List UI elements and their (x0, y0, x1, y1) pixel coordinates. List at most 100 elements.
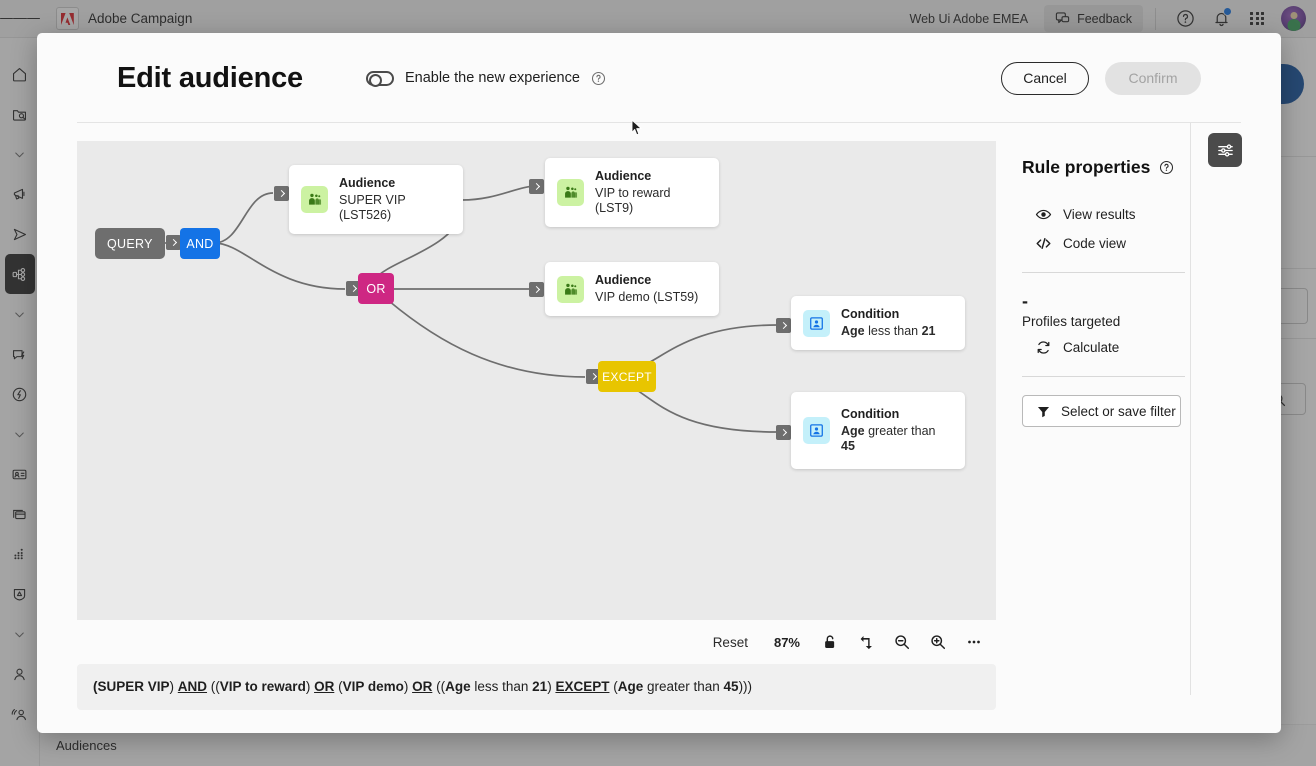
node-condition-age-greater-than[interactable]: Condition Age greater than 45 (791, 392, 965, 469)
calculate-label: Calculate (1063, 340, 1120, 355)
funnel-icon (1036, 404, 1051, 419)
feedback-icon (1055, 12, 1070, 24)
notification-badge (1223, 6, 1232, 16)
port-except-in[interactable] (586, 369, 601, 384)
code-view-button[interactable]: Code view (1022, 229, 1190, 258)
sidebar-item-user[interactable] (5, 654, 35, 694)
expression-token: ( (609, 679, 618, 694)
select-or-save-filter-label: Select or save filter (1061, 403, 1176, 419)
zoom-out-icon[interactable] (884, 624, 920, 660)
node-audience-vip-to-reward[interactable]: Audience VIP to reward (LST9) (545, 158, 719, 227)
card-value: 21 (921, 324, 936, 338)
profiles-targeted-count: - (1022, 291, 1028, 311)
panel-divider (1190, 123, 1191, 695)
card-value: 45 (841, 439, 855, 453)
select-or-save-filter-button[interactable]: Select or save filter (1022, 395, 1181, 427)
chevron-down-icon[interactable] (5, 614, 35, 654)
view-results-label: View results (1063, 207, 1136, 222)
sidebar-item-home[interactable] (5, 54, 35, 94)
port-cond-gt-in[interactable] (776, 425, 791, 440)
top-bar: Adobe Campaign Web Ui Adobe EMEA Feedbac… (0, 0, 1316, 38)
port-cond-lt-in[interactable] (776, 318, 791, 333)
sidebar-item-campaigns[interactable] (5, 174, 35, 214)
audience-group-icon (301, 186, 328, 213)
expression-token: OR (412, 679, 433, 694)
enable-new-experience-label: Enable the new experience (404, 70, 580, 86)
rule-properties-panel: Rule properties View results Code vie (996, 123, 1242, 711)
help-circle-icon[interactable] (591, 71, 606, 86)
enable-new-experience-switch[interactable] (365, 70, 394, 87)
node-or[interactable]: OR (358, 273, 394, 304)
sidebar-item-privacy[interactable] (5, 574, 35, 614)
expression-token: (( (432, 679, 446, 694)
more-ellipsis-icon[interactable] (956, 624, 992, 660)
canvas-edges (142, 185, 778, 433)
card-kind: Audience (595, 273, 652, 287)
expression-token: ))) (738, 679, 753, 694)
reroute-arrow-icon[interactable] (848, 624, 884, 660)
refresh-icon (1035, 339, 1052, 356)
chevron-down-icon[interactable] (5, 414, 35, 454)
expression-token: Age (445, 679, 471, 694)
rule-builder: QUERY AND Audience (77, 141, 996, 711)
notification-bell-icon[interactable] (1204, 2, 1238, 36)
sidebar-item-profiles[interactable] (5, 454, 35, 494)
node-except[interactable]: EXCEPT (598, 361, 656, 392)
zoom-in-icon[interactable] (920, 624, 956, 660)
expression-token: SUPER VIP (97, 679, 170, 694)
port-query-out[interactable] (166, 235, 181, 250)
node-and-label: AND (180, 228, 220, 259)
cancel-button[interactable]: Cancel (1001, 61, 1089, 95)
port-vip-demo-in[interactable] (529, 282, 544, 297)
card-kind: Condition (841, 407, 900, 421)
reset-button[interactable]: Reset (712, 634, 748, 650)
help-circle-icon[interactable] (1168, 2, 1202, 36)
rule-canvas[interactable]: QUERY AND Audience (77, 141, 996, 620)
expression-token: ) (547, 679, 556, 694)
calculate-button[interactable]: Calculate (1022, 333, 1190, 362)
new-experience-toggle-group: Enable the new experience (365, 70, 606, 87)
card-desc: SUPER VIP (LST526) (339, 193, 406, 222)
card-field: Age (841, 324, 865, 338)
sidebar-item-deliveries[interactable] (5, 214, 35, 254)
eye-icon (1035, 206, 1052, 223)
node-and[interactable]: AND (180, 228, 220, 259)
sidebar-item-audiences[interactable] (5, 694, 35, 734)
card-desc: VIP demo (LST59) (595, 290, 699, 304)
node-condition-age-less-than[interactable]: Condition Age less than 21 (791, 296, 965, 350)
unlock-icon[interactable] (812, 624, 848, 660)
expression-token: 45 (723, 679, 739, 694)
expression-token: less than (470, 679, 533, 694)
rule-properties-title: Rule properties (1022, 157, 1151, 177)
node-audience-vip-demo[interactable]: Audience VIP demo (LST59) (545, 262, 719, 316)
node-except-label: EXCEPT (598, 361, 656, 392)
confirm-button[interactable]: Confirm (1105, 61, 1201, 95)
expression-token: 21 (532, 679, 548, 694)
port-or-in[interactable] (346, 281, 361, 296)
sliders-settings-icon[interactable] (1208, 133, 1242, 167)
help-circle-icon[interactable] (1159, 160, 1174, 175)
port-super-vip-in[interactable] (274, 186, 289, 201)
app-grid-icon[interactable] (1240, 2, 1274, 36)
node-audience-super-vip[interactable]: Audience SUPER VIP (LST526) (289, 165, 463, 234)
chevron-down-icon[interactable] (5, 134, 35, 174)
user-avatar[interactable] (1281, 6, 1306, 31)
hamburger-icon[interactable] (0, 0, 40, 38)
feedback-button[interactable]: Feedback (1044, 5, 1143, 32)
sidebar-item-lists[interactable] (5, 494, 35, 534)
canvas-toolbar: Reset 87% (77, 620, 996, 664)
sidebar-item-messages[interactable] (5, 334, 35, 374)
sidebar-item-workflows[interactable] (4, 254, 35, 294)
port-vip-reward-in[interactable] (529, 179, 544, 194)
chevron-down-icon[interactable] (5, 294, 35, 334)
expression-parts: SUPER VIP) AND ((VIP to reward) OR (VIP … (98, 679, 753, 694)
expression-token: Age (617, 679, 644, 694)
node-query[interactable]: QUERY (95, 228, 165, 259)
sidebar-item-segments[interactable] (5, 534, 35, 574)
node-or-label: OR (358, 273, 394, 304)
view-results-button[interactable]: View results (1022, 200, 1190, 229)
brand[interactable]: Adobe Campaign (56, 7, 192, 30)
rule-expression: (SUPER VIP) AND ((VIP to reward) OR (VIP… (77, 664, 996, 710)
sidebar-item-browse[interactable] (5, 94, 35, 134)
sidebar-item-automations[interactable] (5, 374, 35, 414)
